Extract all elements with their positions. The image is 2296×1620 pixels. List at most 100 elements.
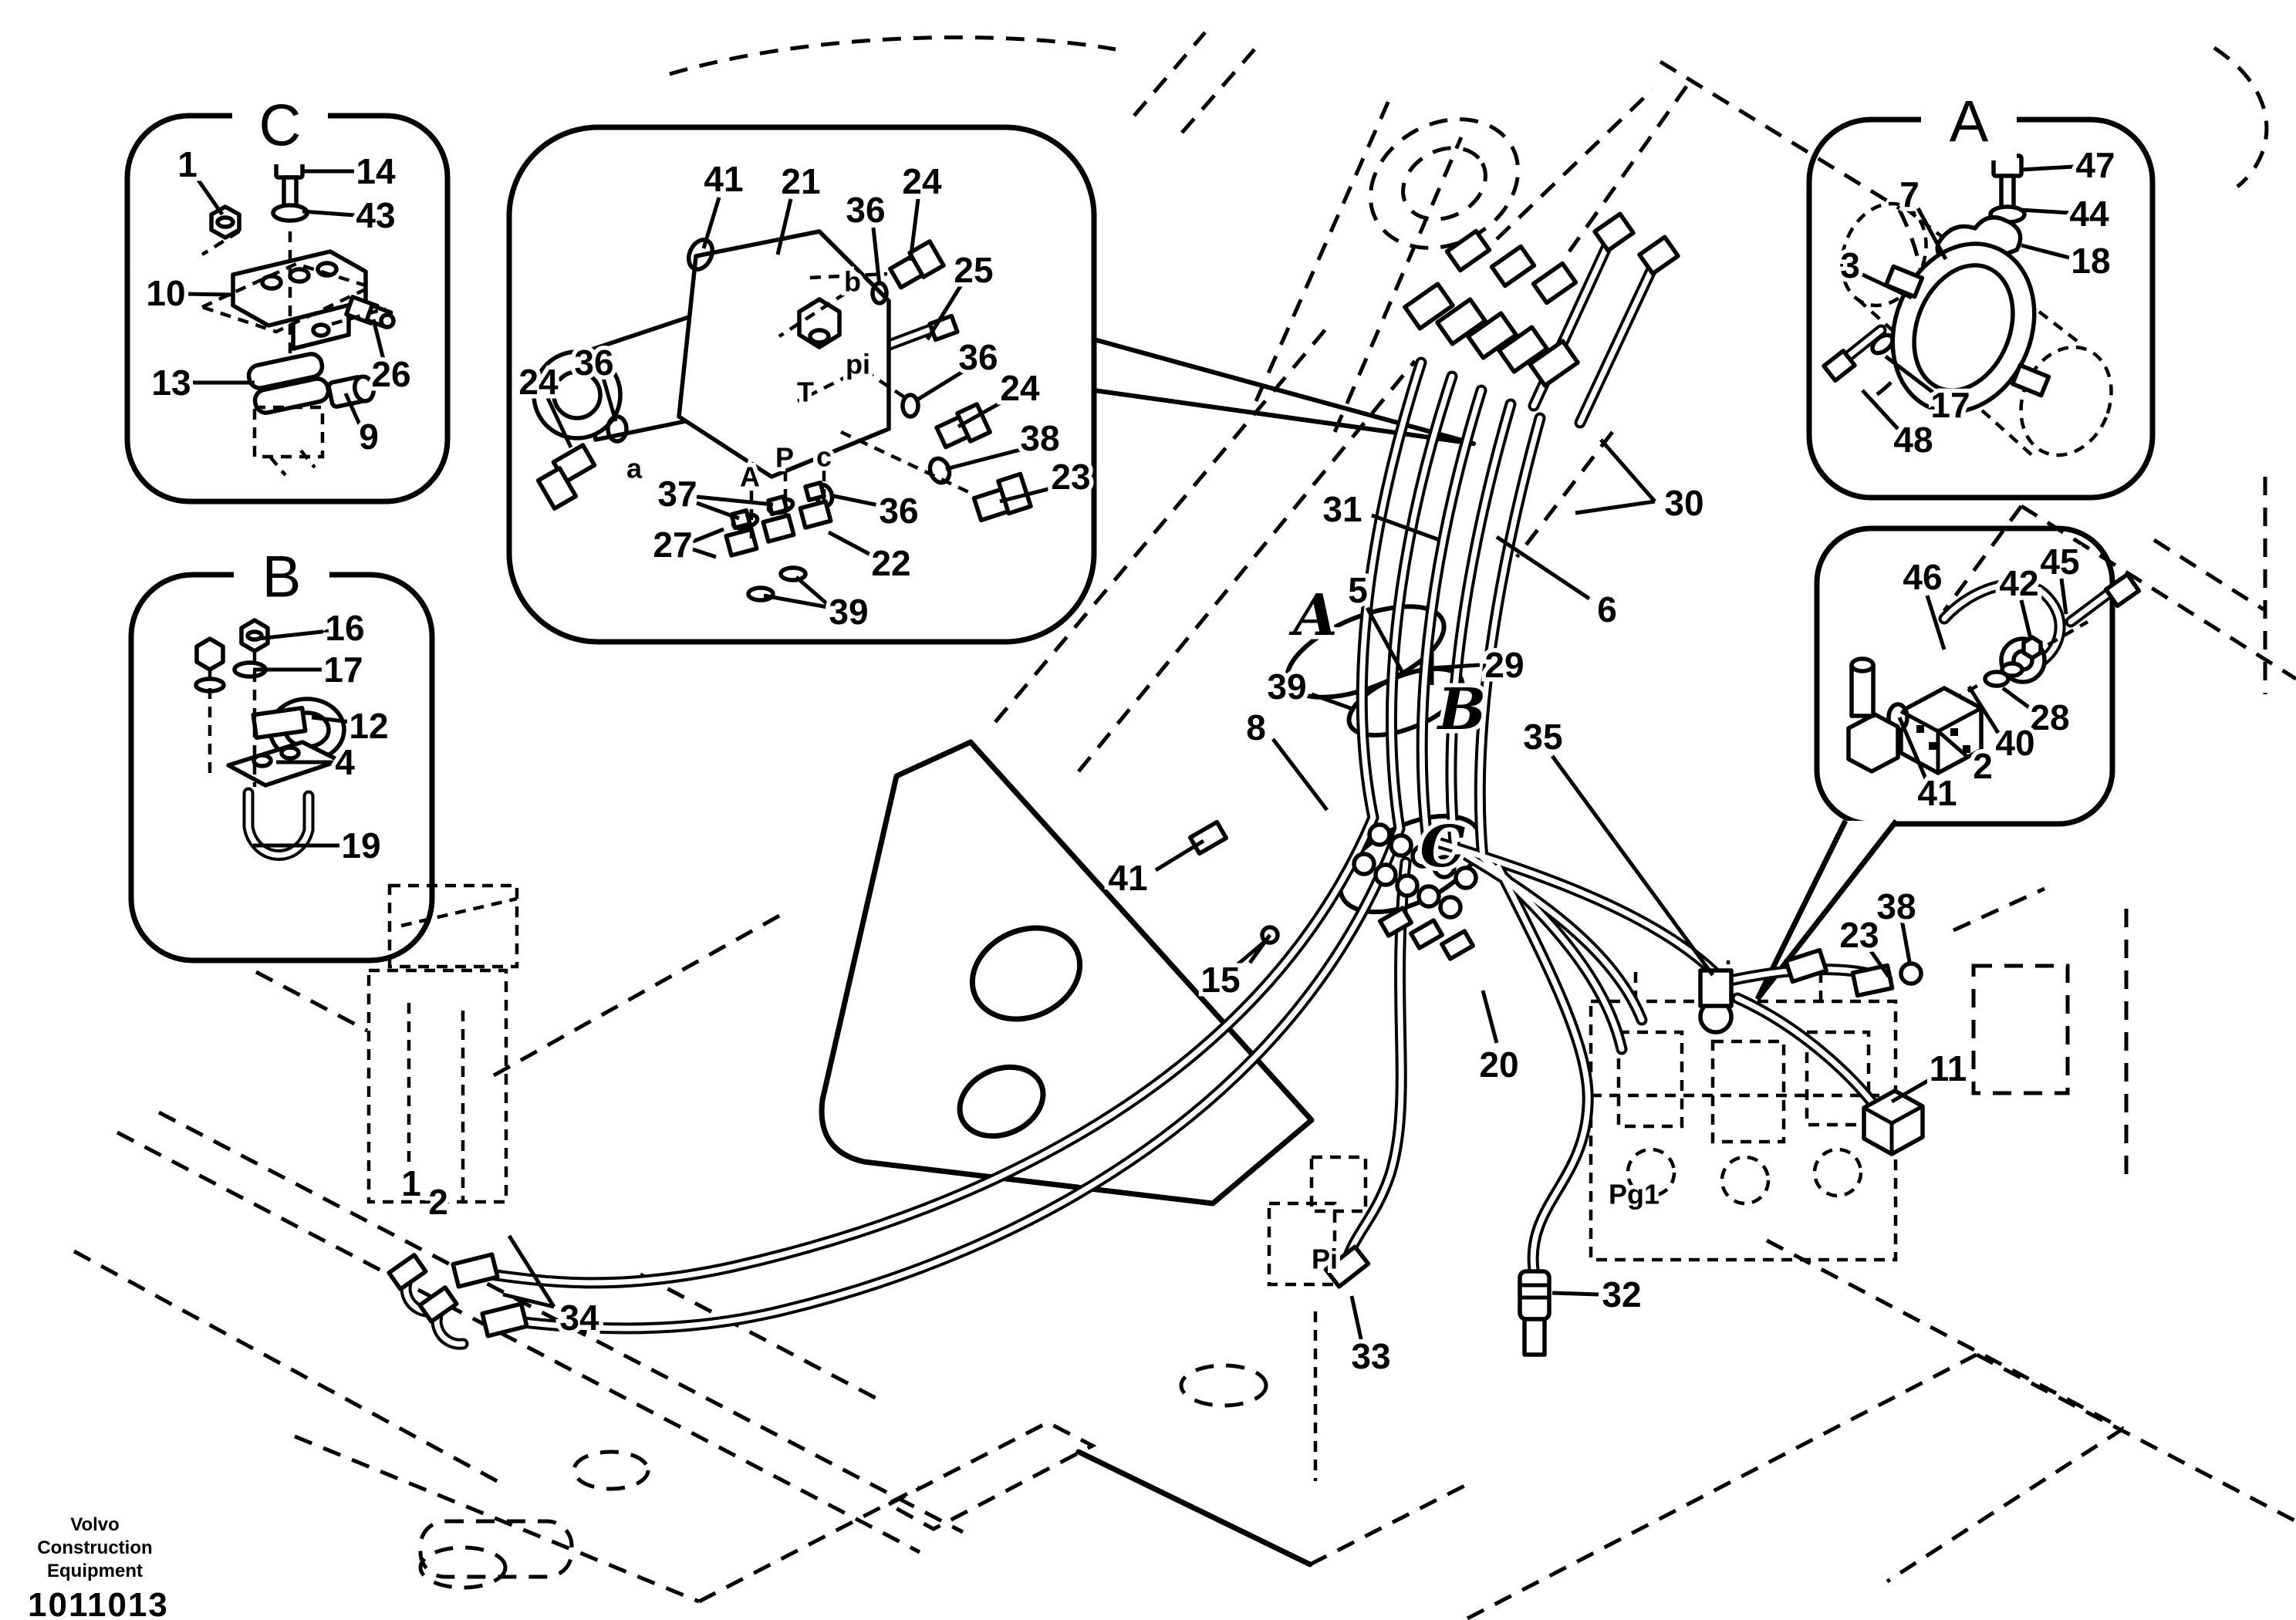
- leader-line: [692, 547, 717, 559]
- callout-label: 26: [371, 354, 410, 394]
- leader-line: [371, 319, 386, 360]
- leader-line: [1271, 737, 1329, 812]
- leader-line: [1481, 990, 1499, 1044]
- callout-label: 29: [1484, 645, 1524, 685]
- callout-label: 17: [323, 650, 363, 690]
- callout-label: 36: [958, 337, 998, 377]
- section-letter: C: [1420, 814, 1466, 880]
- callout-label: 21: [781, 161, 820, 201]
- leader-line: [957, 396, 1011, 429]
- leader-line: [1916, 207, 1948, 261]
- callout-label: 28: [2030, 697, 2069, 737]
- callout-label: 42: [1999, 563, 2038, 603]
- main-fittings: [387, 211, 1925, 1357]
- leader-line: [2021, 164, 2075, 172]
- callout-label: 41: [704, 159, 743, 199]
- bubble-title-backing: [234, 538, 329, 616]
- port-label: Pg1: [1609, 1179, 1660, 1210]
- callout-label: 1: [177, 144, 198, 184]
- bubble-pointer-lines: [1092, 337, 1476, 446]
- brand-line2: Equipment: [47, 1561, 143, 1581]
- leader-line: [1867, 947, 1891, 978]
- leader-line: [1365, 606, 1405, 674]
- callout-label: 8: [1246, 707, 1266, 748]
- callout-label: 19: [341, 825, 380, 866]
- callout-label: 31: [1322, 489, 1362, 529]
- callout-label: 24: [1000, 368, 1040, 408]
- callout-label: 11: [1930, 1048, 1967, 1088]
- leader-line: [343, 392, 362, 426]
- section-letter: A: [1288, 582, 1337, 649]
- leader-line: [502, 1292, 555, 1309]
- leader-line: [1935, 728, 1968, 758]
- leader-line: [1349, 1295, 1364, 1343]
- callout-label: 5: [1348, 570, 1368, 610]
- detail-c-parts: [197, 157, 396, 477]
- leader-line: [2059, 578, 2068, 615]
- leader-line: [1599, 438, 1656, 503]
- leader-line: [545, 397, 573, 449]
- detail-bubble-title: C: [259, 93, 302, 159]
- leader-line: [1154, 839, 1205, 872]
- callout-label: 9: [359, 417, 379, 457]
- figure-number: 1011013: [28, 1586, 169, 1620]
- port-label: Pi: [1312, 1244, 1338, 1275]
- port-label: T: [797, 376, 814, 408]
- speech-bubble-tail: [1754, 818, 1899, 1001]
- callout-label: 2: [428, 1182, 448, 1222]
- leader-line: [2019, 599, 2033, 640]
- leader-line: [775, 198, 793, 255]
- callout-label: 7: [1899, 174, 1920, 214]
- callout-label: 25: [954, 250, 993, 290]
- callout-label: 33: [1351, 1336, 1390, 1376]
- callout-label: 40: [1995, 723, 2034, 763]
- leader-line: [925, 281, 965, 341]
- leader-line: [696, 501, 740, 521]
- leader-line: [507, 1234, 556, 1308]
- leader-line: [1311, 692, 1356, 712]
- footer: Volvo Construction Equipment 1011013: [14, 1514, 176, 1620]
- leader-line: [692, 527, 724, 544]
- callout-label: 13: [151, 363, 191, 403]
- leader-line: [195, 177, 225, 216]
- port-label: P: [775, 442, 794, 474]
- callout-label: 32: [1602, 1274, 1641, 1315]
- leader-line: [1550, 754, 1715, 977]
- callout-label: 17: [1930, 385, 1970, 425]
- boom-outline: [819, 739, 1315, 1568]
- leader-line: [701, 197, 721, 249]
- detail-valve-parts: [532, 229, 1033, 602]
- callout-label: 45: [2040, 542, 2079, 582]
- leader-line: [2021, 243, 2070, 260]
- callout-label: 38: [1020, 418, 1059, 458]
- callout-label: 38: [1876, 886, 1916, 926]
- leader-line: [829, 493, 883, 508]
- leader-line: [1925, 595, 1947, 650]
- bubble-title-backing: [232, 87, 328, 164]
- callout-label: 15: [1200, 960, 1240, 1000]
- callout-label: 34: [559, 1298, 599, 1338]
- leader-line: [1899, 919, 1913, 967]
- leader-line: [1495, 535, 1591, 601]
- callout-label: 4: [335, 742, 355, 782]
- leader-line: [302, 209, 356, 218]
- leader-line: [1551, 1291, 1599, 1297]
- brand-line1: Volvo Construction: [37, 1514, 153, 1558]
- callout-label: 41: [1108, 858, 1147, 898]
- callout-label: 27: [653, 525, 692, 565]
- leader-line: [1575, 499, 1656, 515]
- callout-label: 18: [2071, 241, 2110, 281]
- detail-bubble-title: A: [1950, 89, 1989, 155]
- callout-label: 6: [1597, 589, 1617, 629]
- leader-line: [2019, 208, 2071, 215]
- callout-label: 24: [902, 161, 942, 201]
- callout-label: 14: [356, 151, 396, 191]
- bubble-title-backing: [1921, 83, 2017, 160]
- callout-label: 24: [518, 362, 559, 402]
- detail-a-parts: [1822, 154, 2113, 458]
- leader-line: [871, 227, 882, 286]
- leader-line: [1861, 272, 1913, 300]
